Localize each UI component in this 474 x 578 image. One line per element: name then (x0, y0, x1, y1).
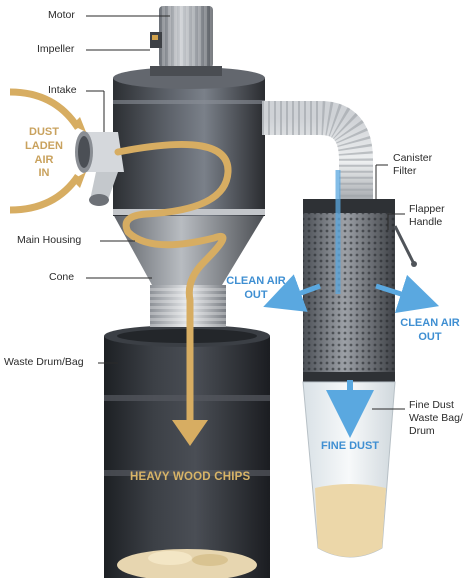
clean-air-left-line-2: OUT (244, 288, 268, 301)
cone-label: Cone (49, 271, 75, 283)
motor-label: Motor (48, 9, 75, 21)
clean-air-arrows (263, 170, 440, 438)
dust-in-line-1: DUST (29, 126, 59, 138)
canister-filter-line-2: Filter (393, 165, 417, 178)
fine-dust-bag-label: Fine Dust Waste Bag/ Drum (409, 399, 463, 438)
flex-duct (262, 101, 373, 205)
heavy-chips-arrow-head (172, 420, 208, 446)
leader-lines (86, 15, 405, 410)
dust-laden-air-in-label: DUST LADEN AIR IN (22, 126, 66, 181)
flapper-handle-label: Flapper Handle (409, 203, 445, 229)
fine-dust-label: FINE DUST (320, 440, 380, 452)
clean-air-out-left-label: CLEAN AIR OUT (224, 275, 288, 303)
waste-drum-label: Waste Drum/Bag (4, 356, 84, 368)
intake (75, 131, 124, 206)
flapper-handle-line-2: Handle (409, 216, 443, 229)
clean-air-right-line-2: OUT (418, 330, 442, 343)
flapper-handle-line-1: Flapper (409, 203, 445, 215)
flapper-handle (393, 225, 416, 265)
fine-dust-bag-line-3: Drum (409, 425, 435, 438)
dust-in-line-2: LADEN (25, 139, 63, 152)
clean-air-out-right-label: CLEAN AIR OUT (398, 317, 462, 345)
clean-air-right-line-1: CLEAN AIR (400, 317, 460, 329)
impeller-label: Impeller (37, 43, 75, 55)
fine-dust-bag-line-1: Fine Dust (409, 399, 454, 411)
clean-air-left-line-1: CLEAN AIR (226, 275, 286, 287)
canister-filter-line-1: Canister (393, 152, 433, 164)
dust-in-line-4: IN (38, 167, 50, 180)
fine-dust-bag-line-2: Waste Bag/ (409, 412, 463, 425)
canister-filter-label: Canister Filter (393, 152, 432, 178)
main-housing-label: Main Housing (17, 234, 82, 246)
canister-filter (303, 199, 417, 382)
dust-in-arrows (9, 88, 86, 214)
dust-in-line-3: AIR (34, 153, 54, 166)
heavy-wood-chips-label: HEAVY WOOD CHIPS (130, 471, 251, 483)
intake-label: Intake (48, 84, 77, 96)
dust-spiral (114, 140, 232, 424)
